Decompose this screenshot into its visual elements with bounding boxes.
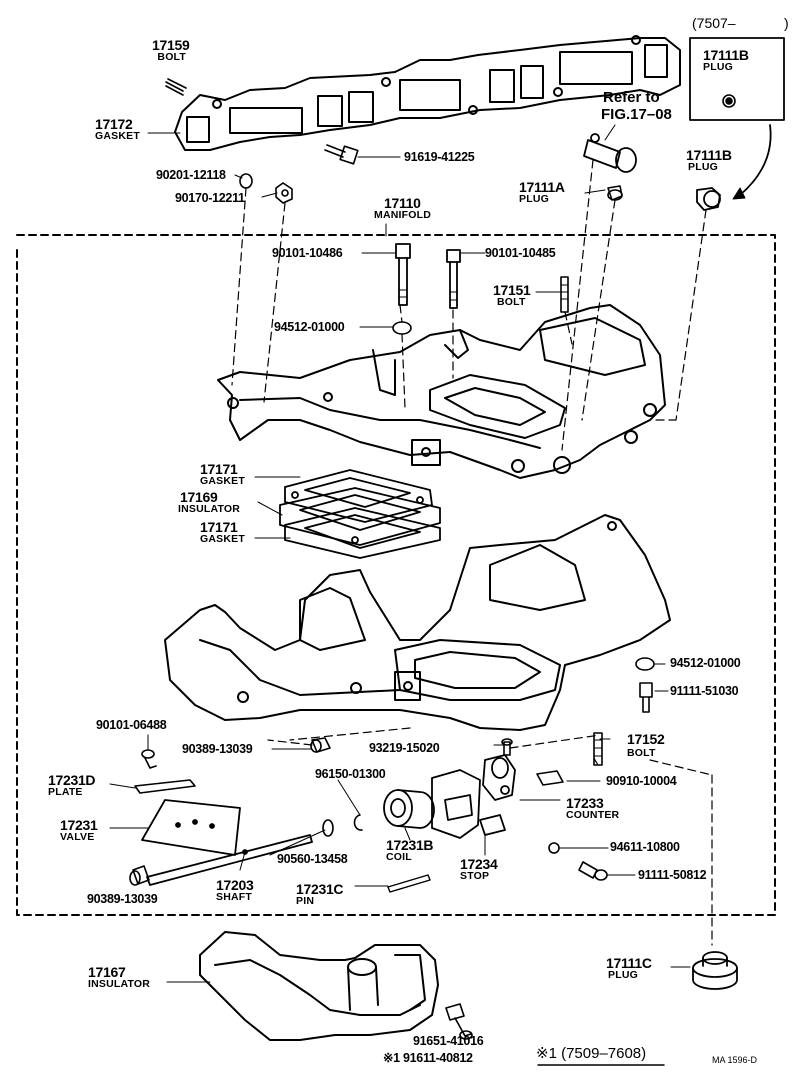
part-90101-06488: 90101-06488 [96,718,167,732]
callout-17231c: 17231C PIN [296,881,344,907]
callout-17231d: 17231D PLATE [48,772,96,798]
bolt-91651-icon [445,1003,473,1040]
bolt-91619-icon [324,144,390,165]
callout-17233: 17233 COUNTER [566,795,620,821]
callout-17111c: 17111C PLUG [606,955,652,981]
gasket-17172-shape [174,35,681,151]
part-91611-40812: ※1 91611-40812 [383,1051,473,1065]
footnote: ※1 (7509–7608) [536,1045,647,1062]
bolt-17159-icon [165,78,187,96]
callout-17231b: 17231B COIL [386,837,434,863]
plug-17111a-icon [607,185,623,201]
plug-17111b-box-icon [722,94,736,108]
assembly-boundary [16,234,776,916]
valve-17231-shape [141,799,241,856]
part-94512-01000-right: 94512-01000 [670,656,741,670]
callout-17171-b: 17171 GASKET [200,519,245,545]
part-90560-13458: 90560-13458 [277,852,348,866]
washer-94512-right-icon [635,657,655,671]
stop-17234-shape [431,769,506,839]
alignment-dashes [231,159,713,946]
heat-insulator-17167-shape [199,931,439,1041]
variant-arrow [739,124,772,196]
part-90389-13039-a: 90389-13039 [182,742,253,756]
plug-17111c-shape [692,951,738,990]
part-94611-10800: 94611-10800 [610,840,680,854]
screw-93219-icon [501,738,513,756]
plate-90910-icon [536,770,564,786]
refer-to-text: Refer to [603,89,660,106]
exhaust-manifold-shape [164,514,671,731]
bushing-90389-a-icon [310,737,331,753]
part-90170-12211: 90170-12211 [175,191,245,205]
bolt-90101-06488-icon [141,749,157,769]
callout-17172: 17172 GASKET [95,116,140,142]
part-90101-10485: 90101-10485 [485,246,556,260]
callout-17111b-top: 17111B PLUG [703,47,749,73]
nut-90201-icon [239,173,253,189]
part-91651-41016: 91651-41016 [413,1034,484,1048]
part-93219-15020: 93219-15020 [369,741,440,755]
part-94512-01000-top: 94512-01000 [274,320,345,334]
callout-17110: 17110 MANIFOLD [374,195,432,221]
bolt-91111-51030-icon [639,682,653,713]
callout-17151: 17151 BOLT [493,282,531,308]
bolt-91111-50812-icon [578,861,608,881]
leader-lines [109,132,691,983]
diagram-code: MA 1596-D [712,1055,758,1065]
gasket-insulator-stack-shape [279,469,441,559]
callout-17111b-right: 17111B PLUG [686,147,732,173]
callout-17152: 17152 BOLT [627,731,665,759]
washer-94512-top-icon [392,321,412,335]
intake-manifold-17110-shape [217,304,666,479]
stud-17152-icon [593,732,603,766]
coil-17231b-shape [383,789,435,829]
part-91111-51030: 91111-51030 [670,684,739,698]
fitting-icon [583,124,637,173]
part-90101-10486: 90101-10486 [272,246,343,260]
part-91619-41225: 91619-41225 [404,150,475,164]
bolt-90101-10486-icon [395,243,411,306]
nut-94611-icon [548,842,560,854]
callout-17167: 17167 INSULATOR [88,964,151,990]
variant-box [689,37,785,121]
part-90910-10004: 90910-10004 [606,774,677,788]
bushing-90389-b-icon [129,865,150,886]
callout-17111a: 17111A PLUG [519,179,565,205]
callout-17159: 17159 BOLT [152,37,190,63]
plate-17231d-shape [134,779,196,794]
callout-17234: 17234 STOP [460,856,498,882]
callout-17203: 17203 SHAFT [216,877,254,903]
callout-17169: 17169 INSULATOR [178,489,241,515]
bolt-90101-10485-icon [446,249,461,309]
counter-17233-shape [482,754,516,801]
part-96150-01300: 96150-01300 [315,767,386,781]
part-90201-12118: 90201-12118 [156,168,226,182]
date-range-close: ) [784,15,789,31]
nut-90170-icon [275,182,293,204]
part-90389-13039-b: 90389-13039 [87,892,158,906]
plug-17111b-right-icon [696,187,721,211]
callout-17171-a: 17171 GASKET [200,461,245,487]
fig-reference: FIG.17–08 [601,106,672,123]
pin-17231c-icon [387,874,431,893]
part-91111-50812: 91111-50812 [638,868,707,882]
date-range-top: (7507– [692,15,736,31]
callout-17231: 17231 VALVE [60,817,98,843]
clip-96150-icon [353,814,363,831]
stud-17151-icon [560,276,569,313]
washer-90560-icon [322,819,334,837]
